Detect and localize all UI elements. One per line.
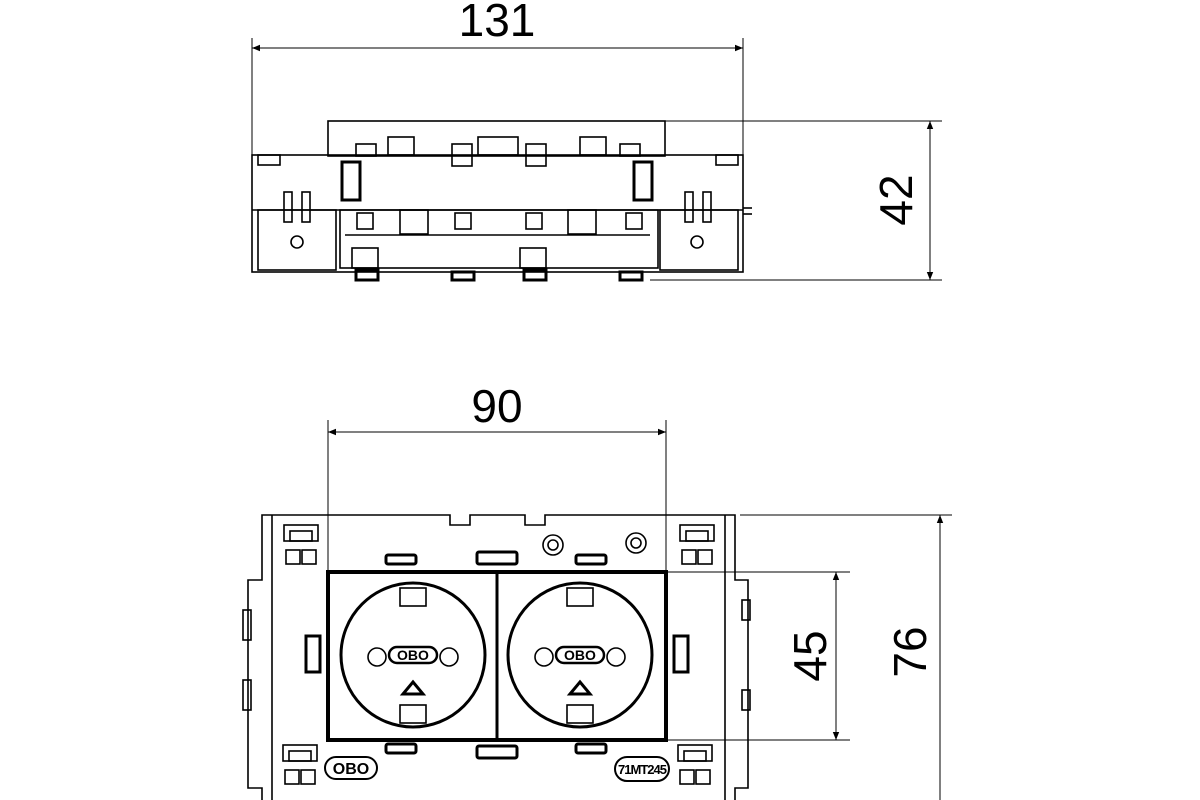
dimension-42: 42 (870, 174, 922, 225)
top-view: 131 42 (251, 0, 942, 282)
dimension-90: 90 (471, 380, 522, 432)
side-profile (251, 120, 752, 282)
mounting-plate (242, 514, 751, 800)
socket-logo: OBO (397, 647, 429, 663)
brand-marking: OBO (324, 756, 378, 780)
front-view: 90 45 76 (242, 380, 952, 800)
svg-text:OBO: OBO (333, 761, 369, 778)
socket-left: OBO (339, 581, 487, 729)
socket-logo: OBO (564, 647, 596, 663)
dimension-131: 131 (459, 0, 536, 46)
socket-right: OBO (506, 581, 654, 729)
dimension-76: 76 (884, 626, 936, 677)
part-marking: 71MT245 (614, 756, 670, 782)
dimension-45: 45 (784, 630, 836, 681)
double-socket-insert: OBO OBO (326, 570, 668, 742)
svg-text:71MT245: 71MT245 (618, 762, 667, 777)
